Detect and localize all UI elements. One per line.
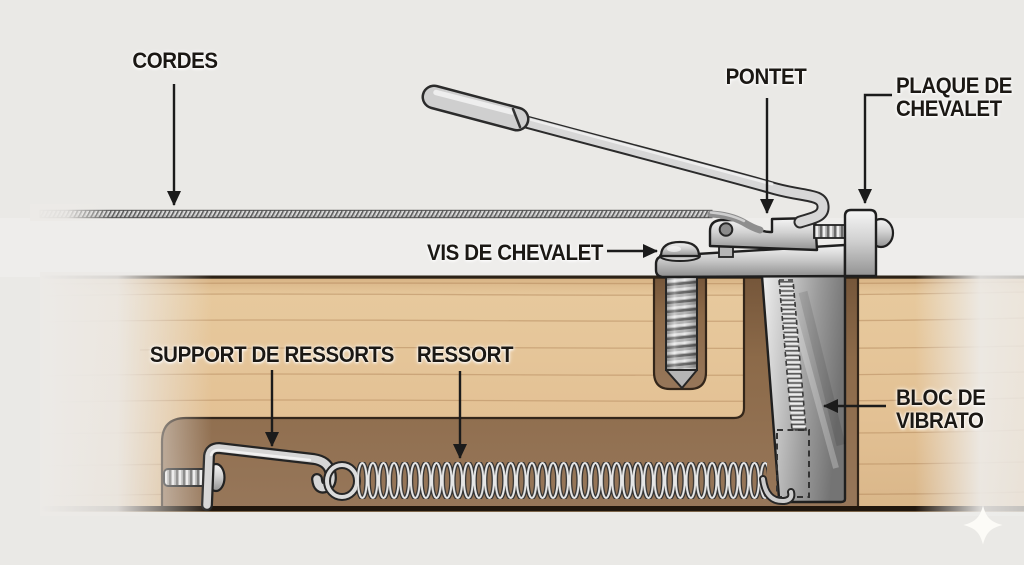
bridge-screw-head [659,240,701,262]
label-plaque-line1: PLAQUE DE [896,73,1013,98]
vibrato-block [760,274,847,504]
string-channel-in-block [778,279,807,431]
label-plaque-line2: CHEVALET [896,95,1002,121]
label-pontet: PONTET [725,64,807,89]
label-bloc-line2: VIBRATO [896,407,984,433]
tremolo-arm [421,84,830,229]
bridge-screw [665,276,698,389]
wood-top-edge [40,275,1024,279]
tremolo-arm-handle [421,84,530,132]
spring-claw-assembly [163,442,796,511]
left-wood-fade [40,272,212,516]
sparkle-icon [963,505,1003,545]
label-bloc-line1: BLOC DE [896,385,986,410]
label-ressort: RESSORT [416,342,514,367]
label-plaque-de-chevalet: PLAQUE DE CHEVALET [896,73,1013,121]
intonation-screw [813,224,849,239]
wood-bottom-edge [40,506,1024,512]
saddle-hole [718,222,734,237]
string-left-fade [30,204,112,221]
callout-arrows [167,84,892,459]
guitar-string [30,204,764,234]
spring-right-hook [759,475,796,506]
label-support-de-ressorts: SUPPORT DE RESSORTS [149,342,395,367]
arrow-plaque-de-chevalet [858,93,892,204]
label-vis-de-chevalet: VIS DE CHEVALET [427,240,603,265]
label-cordes: CORDES [132,48,218,73]
string-end-cavity-dashed [776,429,810,498]
bridge-plate-upturn [843,208,895,278]
tremolo-spring [357,462,767,499]
label-bloc-de-vibrato: BLOC DE VIBRATO [896,385,986,433]
right-wood-fade [915,272,1024,516]
